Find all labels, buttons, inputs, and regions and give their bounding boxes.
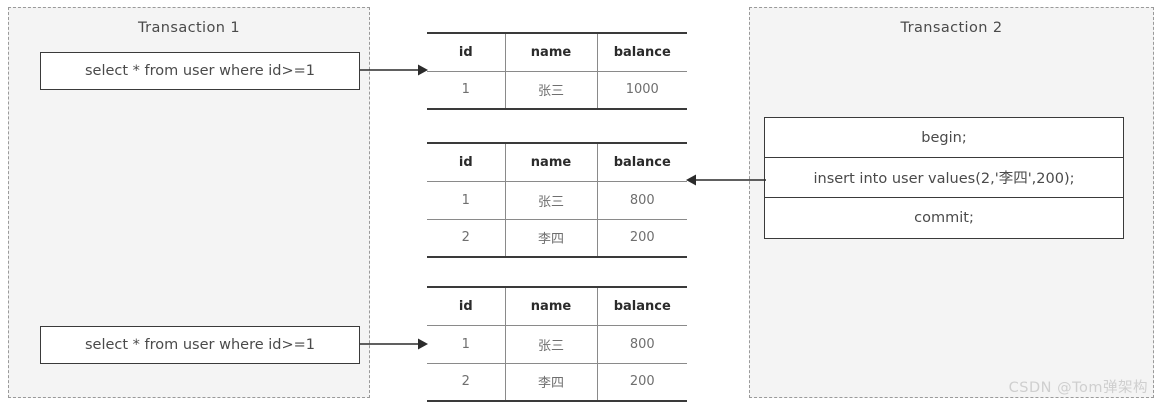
cell-balance: 200	[596, 363, 687, 401]
transaction-1-select-statement-second[interactable]: select * from user where id>=1	[40, 326, 360, 364]
cell-id: 1	[461, 82, 470, 98]
column-header-id: id	[458, 44, 473, 60]
arrow-select-to-table-1	[360, 64, 428, 76]
cell-name: 张三	[504, 181, 597, 219]
column-header-id: id	[458, 154, 473, 170]
column-header-name: name	[504, 287, 597, 325]
table-header-row: id name balance	[427, 287, 687, 325]
cell-balance: 1000	[596, 71, 687, 109]
column-header-balance: balance	[596, 33, 687, 71]
table-row: 1 张三 800	[427, 325, 687, 363]
table-row: 2 李四 200	[427, 363, 687, 401]
transaction-1-select-statement-first[interactable]: select * from user where id>=1	[40, 52, 360, 90]
column-header-name: name	[504, 143, 597, 181]
table-header-row: id name balance	[427, 143, 687, 181]
transaction-2-title: Transaction 2	[900, 20, 1003, 36]
table-row: 2 李四 200	[427, 219, 687, 257]
cell-name: 李四	[504, 219, 597, 257]
result-table-second-read: id name balance 1 张三 800 2 李四 200	[427, 286, 687, 402]
transaction-2-insert-statement[interactable]: insert into user values(2,'李四',200);	[765, 158, 1123, 198]
column-header-balance: balance	[596, 143, 687, 181]
column-header-balance: balance	[596, 287, 687, 325]
table-row: 1 张三 800	[427, 181, 687, 219]
result-table-after-insert: id name balance 1 张三 800 2 李四 200	[427, 142, 687, 258]
transaction-1-title: Transaction 1	[138, 20, 240, 36]
table-header-row: id name balance	[427, 33, 687, 71]
table-row: 1 张三 1000	[427, 71, 687, 109]
transaction-2-statement-list: begin; insert into user values(2,'李四',20…	[764, 117, 1124, 239]
transaction-2-begin-statement[interactable]: begin;	[765, 118, 1123, 158]
cell-name: 张三	[504, 71, 597, 109]
cell-balance: 800	[596, 325, 687, 363]
column-header-name: name	[504, 33, 597, 71]
result-table-first-read: id name balance 1 张三 1000	[427, 32, 687, 110]
column-header-id: id	[458, 298, 473, 314]
arrow-select-to-table-3	[360, 338, 428, 350]
cell-name: 李四	[504, 363, 597, 401]
cell-id: 1	[461, 336, 470, 352]
cell-balance: 200	[596, 219, 687, 257]
csdn-watermark: CSDN @Tom弹架构	[1008, 380, 1148, 396]
cell-id: 2	[461, 230, 470, 246]
transaction-2-commit-statement[interactable]: commit;	[914, 210, 974, 226]
arrow-tx2-to-table-2	[686, 174, 766, 186]
cell-name: 张三	[504, 325, 597, 363]
cell-id: 2	[461, 374, 470, 390]
cell-id: 1	[461, 192, 470, 208]
cell-balance: 800	[596, 181, 687, 219]
